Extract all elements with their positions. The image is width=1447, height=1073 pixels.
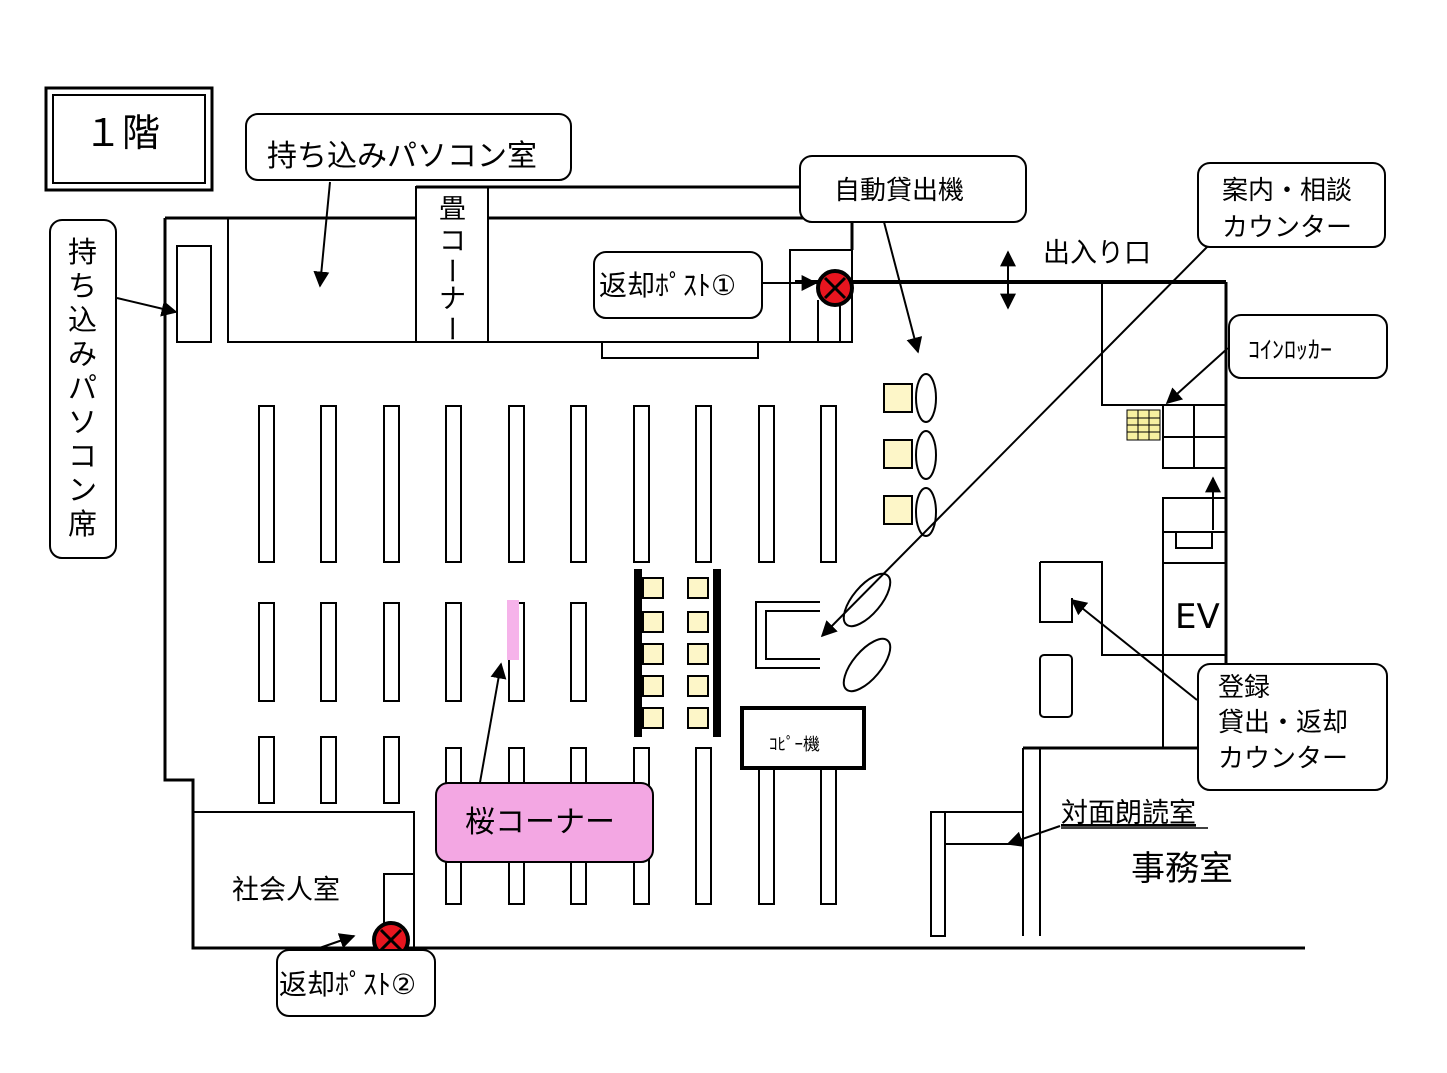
reading-room-label: 対面朗読室 bbox=[1061, 798, 1196, 829]
pc-seats-char: 込 bbox=[68, 303, 97, 337]
reg-counter-label-3: カウンター bbox=[1218, 744, 1348, 774]
pc-seats-char: 持 bbox=[68, 235, 97, 269]
right-rooms bbox=[1039, 282, 1227, 749]
top-rooms bbox=[176, 186, 853, 359]
callout-arrows bbox=[116, 181, 1229, 961]
office-label: 事務室 bbox=[1131, 849, 1233, 889]
auto-lending-label: 自動貸出機 bbox=[834, 176, 964, 206]
copier-label: ｺﾋﾟｰ機 bbox=[769, 735, 820, 755]
info-counter-label-2: カウンター bbox=[1222, 213, 1352, 243]
info-counter-label-1: 案内・相談 bbox=[1222, 176, 1352, 206]
tatami-char: コ bbox=[439, 226, 466, 257]
reg-counter-label-1: 登録 bbox=[1218, 673, 1270, 703]
sakura-corner-label: 桜コーナー bbox=[465, 805, 615, 840]
pc-room-label: 持ち込みパソコン室 bbox=[267, 139, 537, 174]
floor-label: １階 bbox=[84, 111, 160, 155]
pc-seats-char: み bbox=[68, 337, 97, 371]
pc-seats-char: パ bbox=[68, 371, 97, 405]
pc-seats-label: 持 ち 込 み パ ソ コ ン 席 bbox=[68, 235, 97, 541]
reg-counter-label-2: 貸出・返却 bbox=[1218, 708, 1348, 738]
return-post-2-label: 返却ﾎﾟｽﾄ② bbox=[279, 968, 416, 1001]
return-post-1-label: 返却ﾎﾟｽﾄ① bbox=[599, 269, 736, 302]
info-counter bbox=[755, 572, 892, 693]
pc-seats-char: ち bbox=[68, 269, 97, 303]
label-boxes bbox=[49, 113, 1388, 1017]
coin-locker-grid bbox=[1126, 409, 1161, 441]
tatami-char: ナ bbox=[439, 284, 466, 315]
sakura-corner-box bbox=[435, 782, 654, 863]
return-post-1-marker bbox=[816, 269, 854, 307]
tatami-char: 畳 bbox=[439, 194, 466, 225]
pc-seats-char: コ bbox=[68, 439, 97, 473]
social-room-label: 社会人室 bbox=[232, 875, 340, 906]
auto-lending-machines bbox=[883, 373, 937, 537]
tatami-corner-label: 畳 コ ー ナ ー bbox=[435, 194, 466, 342]
elevator-label: EV bbox=[1175, 597, 1220, 637]
reading-seats bbox=[634, 569, 721, 737]
pc-seats-char: ン bbox=[68, 473, 97, 507]
sakura-shelf bbox=[507, 600, 519, 660]
pc-seats-char: ソ bbox=[68, 405, 97, 439]
tatami-char: ー bbox=[435, 315, 466, 342]
tatami-char: ー bbox=[435, 257, 466, 284]
copier: ｺﾋﾟｰ機 bbox=[740, 706, 866, 770]
office-walls bbox=[930, 748, 1041, 937]
return-post-2-marker bbox=[372, 921, 410, 959]
entrance-label: 出入り口 bbox=[1043, 238, 1151, 269]
floor-label-box: １階 bbox=[44, 86, 214, 192]
pc-seats-char: 席 bbox=[68, 507, 97, 541]
coin-locker-label: ｺｲﾝﾛｯｶｰ bbox=[1248, 336, 1332, 364]
